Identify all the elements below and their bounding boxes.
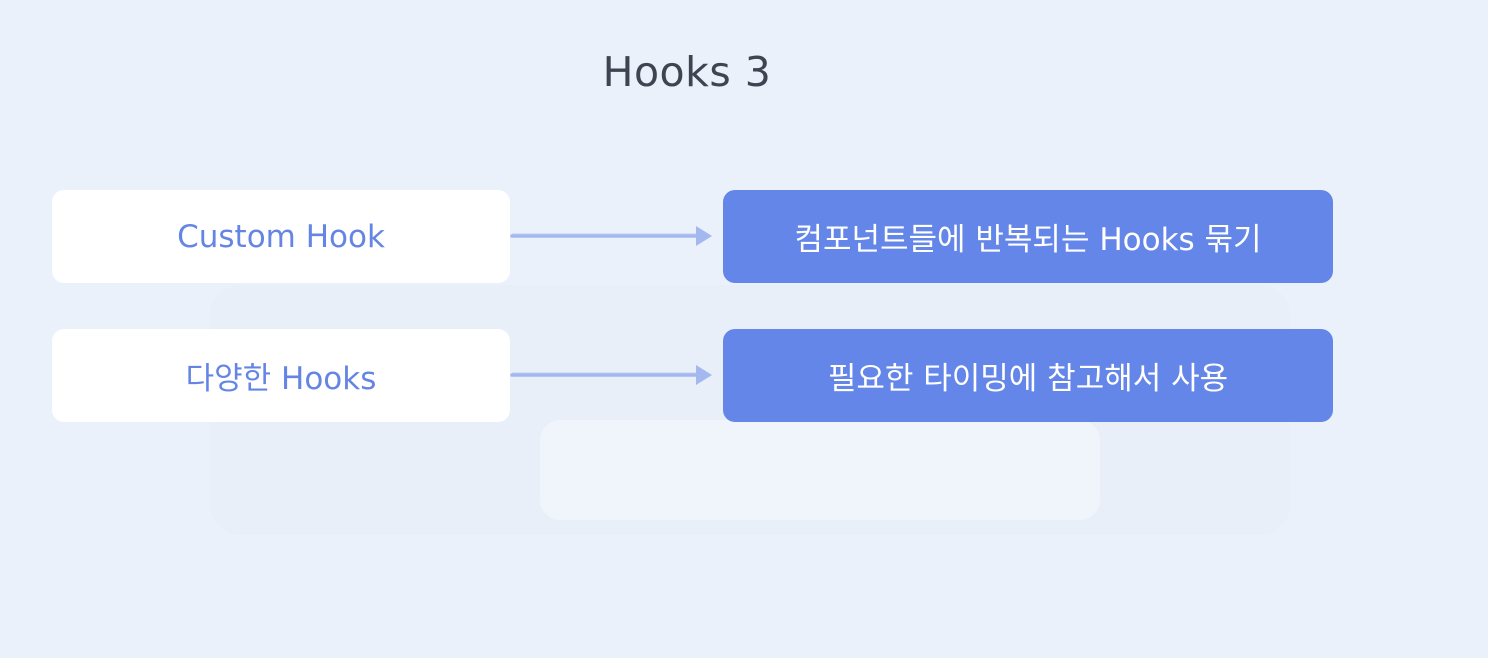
right-box-various-hooks: 필요한 타이밍에 참고해서 사용	[723, 329, 1333, 422]
page-title: Hooks 3	[602, 48, 772, 96]
left-box-various-hooks: 다양한 Hooks	[52, 329, 510, 422]
left-box-custom-hook: Custom Hook	[52, 190, 510, 283]
arrow-right-icon	[510, 226, 712, 246]
diagram-row-custom-hook: Custom Hook 컴포넌트들에 반복되는 Hooks 묶기	[0, 190, 1488, 283]
diagram-row-various-hooks: 다양한 Hooks 필요한 타이밍에 참고해서 사용	[0, 329, 1488, 422]
right-box-custom-hook: 컴포넌트들에 반복되는 Hooks 묶기	[723, 190, 1333, 283]
arrow-right-icon	[510, 365, 712, 385]
